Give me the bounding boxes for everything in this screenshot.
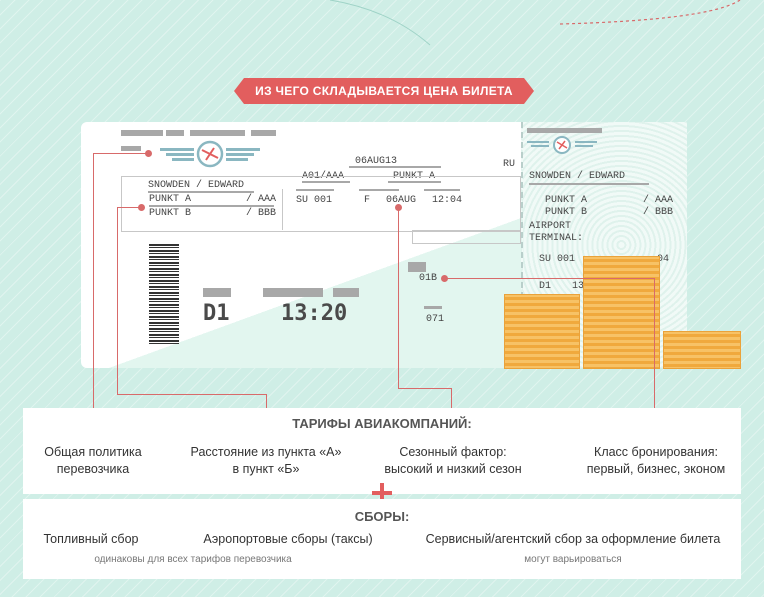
fee-fuel: Топливный сбор <box>43 532 139 546</box>
airline-logo-icon <box>160 140 260 168</box>
underline <box>388 181 441 183</box>
ticket-date-top: 06AUG13 <box>355 156 398 167</box>
frame-divider <box>282 189 283 230</box>
title-banner: ИЗ ЧЕГО СКЛАДЫВАЕТСЯ ЦЕНА БИЛЕТА <box>234 78 534 104</box>
header-bar <box>166 130 184 136</box>
fees-title: СБОРЫ: <box>354 509 410 524</box>
from-code: / AAA <box>246 194 277 205</box>
underline <box>424 189 460 191</box>
stub-gate: D1 <box>539 281 552 292</box>
curve-decoration <box>330 0 431 46</box>
to-city: PUNKT B <box>149 208 192 219</box>
from-city: PUNKT A <box>149 194 192 205</box>
stub-passenger: SNOWDEN / EDWARD <box>529 171 626 182</box>
flight-number: SU 001 <box>296 195 333 206</box>
underline <box>148 191 254 193</box>
tariff-factor-policy: Общая политика перевозчика <box>44 445 142 476</box>
header-bar <box>190 130 245 136</box>
airline-tariffs-panel: ТАРИФЫ АВИАКОМПАНИЙ: Общая политика пере… <box>23 408 741 494</box>
stub-logo-icon <box>527 136 597 154</box>
coin-stack <box>663 331 741 369</box>
underline <box>149 205 274 207</box>
barcode <box>149 244 179 344</box>
to-code: / BBB <box>246 208 277 219</box>
underline <box>359 189 399 191</box>
stub-from-city: PUNKT A <box>545 195 588 206</box>
stub-terminal-label: TERMINAL: <box>529 233 584 244</box>
fees-note-left: одинаковы для всех тарифов перевозчика <box>94 554 292 565</box>
header-bar <box>121 130 163 136</box>
time-label-bar <box>263 288 323 297</box>
header-bar <box>251 130 276 136</box>
tariff-factor-distance: Расстояние из пункта «А» в пункт «Б» <box>190 445 342 476</box>
flight-path-decoration <box>560 0 741 25</box>
stub-header-bar <box>527 128 602 133</box>
underline <box>529 183 649 185</box>
stub-to-code: / BBB <box>643 207 674 218</box>
underline <box>302 181 350 183</box>
stub-flight: SU 001 <box>539 254 576 265</box>
connector-dot <box>145 150 152 157</box>
passenger-info-frame <box>121 176 521 232</box>
flight-date: 06AUG <box>386 195 417 206</box>
terminal-frame <box>412 230 521 244</box>
coin-stack <box>583 256 660 369</box>
stub-from-code: / AAA <box>643 195 674 206</box>
banner-title: ИЗ ЧЕГО СКЛАДЫВАЕТСЯ ЦЕНА БИЛЕТА <box>255 84 513 98</box>
time-label-bar <box>333 288 359 297</box>
plus-icon <box>372 483 392 503</box>
underline <box>349 166 441 168</box>
gate-value: D1 <box>203 301 230 326</box>
ticket-lang: RU <box>503 159 516 170</box>
fees-note-right: могут варьироваться <box>524 554 622 565</box>
flight-time: 12:04 <box>432 195 463 206</box>
stub-time-partial: 13 <box>572 281 585 292</box>
header-bar <box>121 146 141 151</box>
tariff-factor-season: Сезонный фактор: высокий и низкий сезон <box>384 445 522 476</box>
stub-to-city: PUNKT B <box>545 207 588 218</box>
tariff-factor-class: Класс бронирования: первый, бизнес, экон… <box>586 445 726 476</box>
fee-airport: Аэропортовые сборы (таксы) <box>203 532 373 546</box>
underline <box>296 189 334 191</box>
seq-label-bar <box>424 306 442 309</box>
fare-class: F <box>364 195 371 206</box>
stub-flight-suffix: 04 <box>657 254 670 265</box>
coin-stack <box>504 294 580 369</box>
airline-tariffs-title: ТАРИФЫ АВИАКОМПАНИЙ: <box>292 416 472 431</box>
stub-airport-label: AIRPORT <box>529 221 572 232</box>
passenger-name: SNOWDEN / EDWARD <box>148 180 245 191</box>
sequence-number: 071 <box>426 314 445 325</box>
gate-label-bar <box>203 288 231 297</box>
fees-panel: СБОРЫ: Топливный сбор Аэропортовые сборы… <box>23 499 741 579</box>
fee-service: Сервисный/агентский сбор за оформление б… <box>425 532 721 546</box>
seat-number: 01B <box>419 273 438 284</box>
seat-label-bar <box>408 262 426 272</box>
connector-dot <box>138 204 145 211</box>
boarding-time: 13:20 <box>281 301 348 326</box>
